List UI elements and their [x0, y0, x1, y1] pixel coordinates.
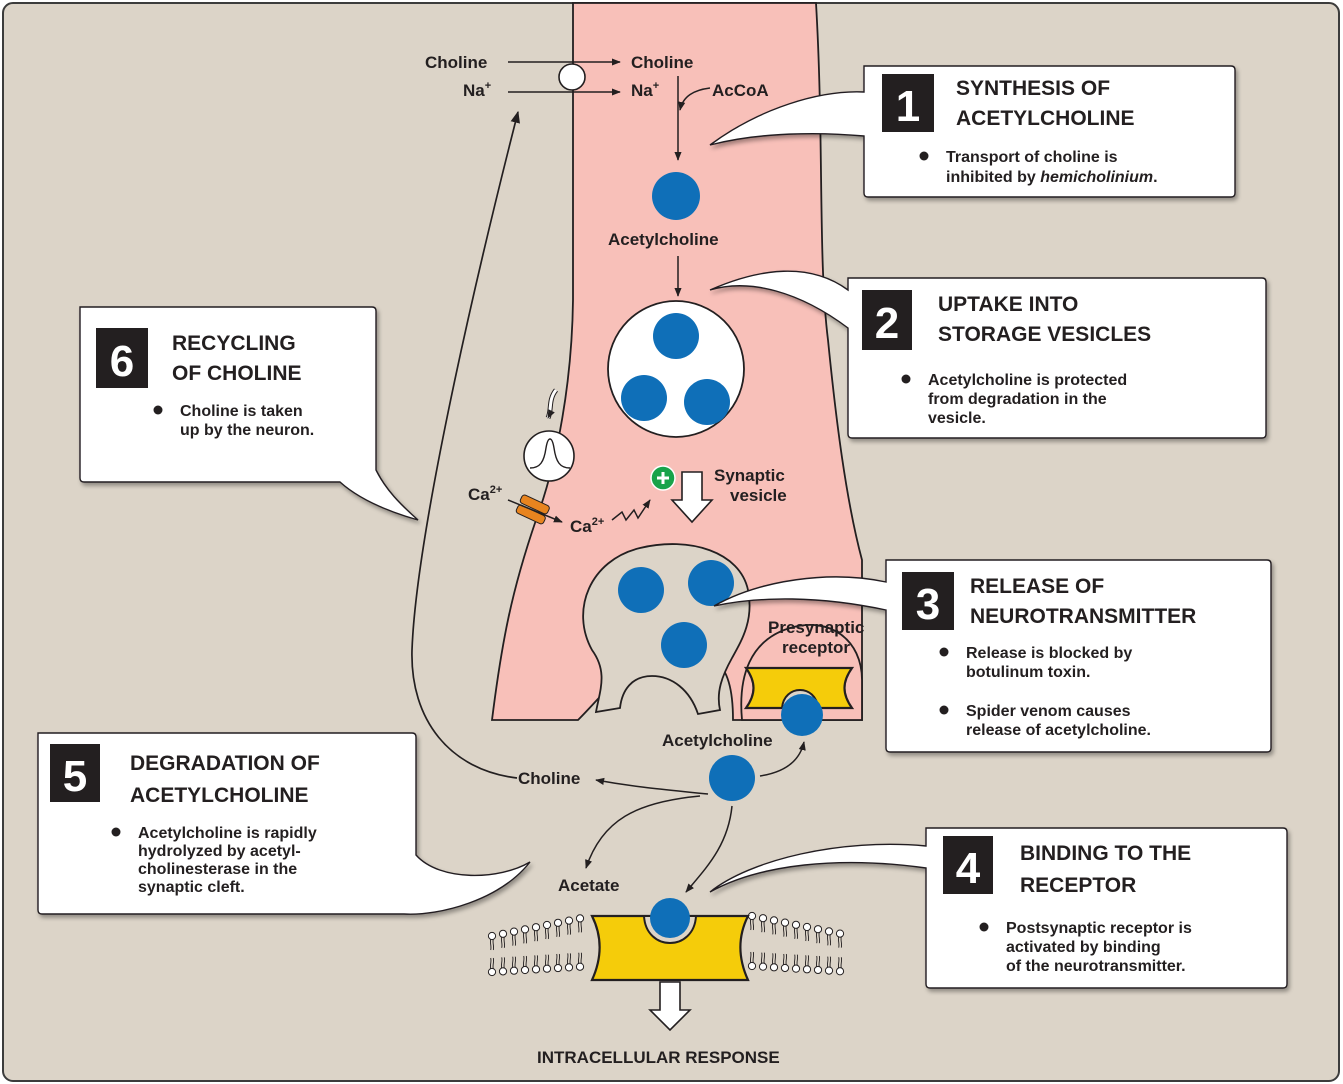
step-bullet-line: Spider venom causes	[966, 703, 1131, 720]
na-inside-label: Na+	[631, 80, 659, 100]
acetylcholine-molecule	[709, 755, 755, 801]
step-bullet-line: Release is blocked by	[966, 645, 1132, 662]
step-bullet-line: Acetylcholine is protected	[928, 372, 1127, 389]
step-title: STORAGE VESICLES	[938, 323, 1151, 346]
step-bullet-line: hydrolyzed by acetyl-	[138, 843, 301, 860]
synaptic-vesicle-label: vesicle	[730, 486, 787, 505]
step-bullet-line: Choline is taken	[180, 403, 303, 420]
acetylcholine-molecule	[653, 313, 699, 359]
step-title: RECEPTOR	[1020, 874, 1136, 897]
step-bullet-line: Acetylcholine is rapidly	[138, 825, 317, 842]
step-bullets: Transport of choline is inhibited by hemi…	[919, 149, 1158, 186]
step-number: 2	[875, 299, 899, 348]
step-number-box	[862, 290, 912, 350]
action-potential-icon	[523, 430, 575, 482]
step-number: 4	[956, 844, 981, 893]
step-number: 5	[63, 752, 87, 801]
acetylcholine-molecule	[781, 694, 823, 736]
step-bullet-line: Transport of choline is	[946, 149, 1118, 166]
step-bullet-line: from degradation in the	[928, 391, 1107, 408]
choline-cleft-label: Choline	[518, 769, 580, 788]
step-bullet-line: release of acetylcholine.	[966, 722, 1151, 739]
step-title: ACETYLCHOLINE	[130, 784, 309, 807]
calcium-signal-arrow	[611, 499, 651, 522]
step-title: ACETYLCHOLINE	[956, 107, 1135, 130]
step-bullet-line: synaptic cleft.	[138, 879, 245, 896]
ca-inside-label: Ca2+	[570, 516, 604, 536]
step-bullets: Acetylcholine is protected from degradati…	[901, 372, 1127, 427]
na-outside-label: Na+	[463, 80, 491, 100]
bullet-dot	[939, 647, 949, 657]
step-5-callout: 5 DEGRADATION OF ACETYLCHOLINE Acetylcho…	[37, 732, 531, 915]
step-2-callout: 2 UPTAKE INTO STORAGE VESICLES Acetylcho…	[709, 270, 1267, 439]
vesicle-movement-arrow	[670, 471, 714, 524]
bullet-dot	[901, 374, 911, 384]
step-bullet-line: Postsynaptic receptor is	[1006, 920, 1192, 937]
step-bullet-line: botulinum toxin.	[966, 664, 1090, 681]
step-number-box	[902, 572, 954, 630]
step-3-callout: 3 RELEASE OF NEUROTRANSMITTER Release is…	[713, 559, 1272, 753]
choline-recycling-arrow	[411, 110, 520, 779]
acetylcholine-label-synthesis: Acetylcholine	[608, 230, 719, 249]
step-number-box	[96, 328, 148, 388]
step-number-box	[943, 836, 993, 894]
postsynaptic-receptor	[590, 914, 750, 982]
acetylcholine-molecule	[652, 172, 700, 220]
step-bullet-line: inhibited by hemicholinium.	[946, 169, 1158, 186]
bullet-dot	[939, 705, 949, 715]
intracellular-response-arrow	[648, 981, 692, 1032]
acetylcholine-molecule	[650, 898, 690, 938]
step-bullet-line: up by the neuron.	[180, 422, 314, 439]
bullet-dot	[919, 151, 929, 161]
step-title: DEGRADATION OF	[130, 752, 320, 775]
step-number: 1	[896, 82, 920, 131]
step-title: RELEASE OF	[970, 575, 1104, 598]
step-title: UPTAKE INTO	[938, 293, 1078, 316]
bullet-dot	[979, 922, 989, 932]
synaptic-vesicle-label: Synaptic	[714, 466, 785, 485]
acetylcholine-molecule	[621, 375, 667, 421]
acetylcholine-molecule	[684, 379, 730, 425]
step-title: BINDING TO THE	[1020, 842, 1191, 865]
step-4-callout: 4 BINDING TO THE RECEPTOR Postsynaptic r…	[709, 827, 1288, 989]
choline-inside-label: Choline	[631, 53, 693, 72]
step-bullet-line: of the neurotransmitter.	[1006, 958, 1186, 975]
step-bullets: Postsynaptic receptor is activated by bin…	[979, 920, 1192, 975]
bullet-dot	[111, 827, 121, 837]
step-bullet-line: cholinesterase in the	[138, 861, 297, 878]
intracellular-response-label: INTRACELLULAR RESPONSE	[537, 1048, 780, 1067]
step-number-box	[50, 744, 100, 802]
step-bullet-line: vesicle.	[928, 410, 986, 427]
step-6-callout: 6 RECYCLING OF CHOLINE Choline is taken u…	[79, 306, 419, 521]
step-bullet-line: activated by binding	[1006, 939, 1161, 956]
presynaptic-receptor	[743, 666, 855, 710]
step-number: 3	[916, 580, 940, 629]
step-number: 6	[110, 337, 134, 386]
ca-outside-label: Ca2+	[468, 484, 502, 504]
acetylcholine-molecule	[618, 567, 664, 613]
choline-outside-label: Choline	[425, 53, 487, 72]
step-title: SYNTHESIS OF	[956, 77, 1110, 100]
presynaptic-receptor-label: Presynaptic	[768, 618, 864, 637]
acetylcholine-molecule	[661, 622, 707, 668]
step-bullets: Release is blocked by botulinum toxin. Spi…	[939, 645, 1151, 739]
presynaptic-receptor-label: receptor	[782, 638, 850, 657]
step-title: OF CHOLINE	[172, 362, 302, 385]
step-1-callout: 1 SYNTHESIS OF ACETYLCHOLINE Transport o…	[709, 65, 1236, 198]
bullet-dot	[153, 405, 163, 415]
calcium-channel-icon	[515, 494, 550, 525]
step-title: NEUROTRANSMITTER	[970, 605, 1196, 628]
step-bullets: Choline is taken up by the neuron.	[153, 403, 314, 439]
acetate-label: Acetate	[558, 876, 619, 895]
step-title: RECYCLING	[172, 332, 296, 355]
accoa-label: AcCoA	[712, 81, 769, 100]
acetylcholine-label-cleft: Acetylcholine	[662, 731, 773, 750]
choline-transporter	[558, 63, 586, 91]
acetylcholine-molecule	[688, 560, 734, 606]
plus-badge-icon	[650, 465, 676, 491]
step-number-box	[882, 74, 934, 132]
